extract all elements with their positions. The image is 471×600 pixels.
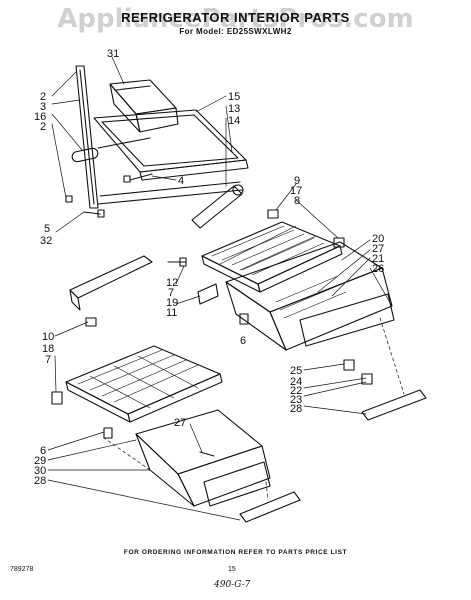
callout-24: 24 <box>290 376 302 388</box>
callout-7: 7 <box>45 354 51 366</box>
model-line: For Model: ED25SWXLWH2 <box>179 27 292 36</box>
callout-6: 6 <box>40 445 46 457</box>
handwritten-note: 490-G-7 <box>214 580 251 590</box>
screw-27-lower <box>199 451 215 457</box>
trim-28-right <box>361 389 427 421</box>
callout-20: 20 <box>372 233 384 245</box>
shelf-rail <box>75 65 99 209</box>
callout-4: 4 <box>178 175 184 187</box>
callout-6: 6 <box>240 335 246 347</box>
bracket-7 <box>51 391 63 405</box>
callout-12: 12 <box>166 277 178 289</box>
callout-29: 29 <box>34 455 46 467</box>
lower-shelf <box>65 345 223 423</box>
page-number: 15 <box>228 566 236 573</box>
clip-2 <box>65 195 73 203</box>
ordering-note: FOR ORDERING INFORMATION REFER TO PARTS … <box>123 549 348 556</box>
lower-drawer <box>135 409 271 507</box>
screw-4 <box>123 173 153 183</box>
callout-19: 19 <box>166 297 178 309</box>
callout-21: 21 <box>372 253 384 265</box>
callout-5: 5 <box>44 223 50 235</box>
callout-labels: 31 2 3 16 2 15 13 14 4 9 17 8 5 32 20 27… <box>34 48 384 487</box>
divider-rod <box>71 137 151 163</box>
callout-3: 3 <box>40 101 46 113</box>
upper-shelf-frame <box>93 109 249 205</box>
callout-18: 18 <box>42 343 54 355</box>
publication-number: 789278 <box>10 566 34 573</box>
clip-6-lower <box>103 427 113 439</box>
bracket-8 <box>333 237 345 248</box>
callout-15: 15 <box>228 91 240 103</box>
callout-2: 2 <box>40 121 46 133</box>
bracket-9 <box>267 209 279 219</box>
callout-17: 17 <box>290 185 302 197</box>
callout-30: 30 <box>34 465 46 477</box>
middle-shelf <box>201 221 343 293</box>
upper-bin-31 <box>109 79 179 133</box>
slide-rail <box>197 283 219 305</box>
callout-16: 16 <box>34 111 46 123</box>
drawer-front <box>299 293 395 347</box>
callout-26: 26 <box>372 263 384 275</box>
callout-11: 11 <box>166 307 177 319</box>
part-25 <box>343 359 355 371</box>
watermark: AppliancePartsPros.com <box>57 4 414 34</box>
callout-9: 9 <box>294 175 300 187</box>
callout-28: 28 <box>290 403 302 415</box>
screw-5 <box>83 209 105 218</box>
callout-27: 27 <box>174 417 186 429</box>
page-title: REFRIGERATOR INTERIOR PARTS <box>121 10 350 25</box>
callout-22: 22 <box>290 385 302 397</box>
cylinder-spacer <box>191 184 244 229</box>
hinge-6 <box>239 313 249 325</box>
clip-10 <box>85 317 97 327</box>
callout-31: 31 <box>107 48 119 60</box>
callout-10: 10 <box>42 331 54 343</box>
callout-2: 2 <box>40 91 46 103</box>
callout-8: 8 <box>294 195 300 207</box>
callout-23: 23 <box>290 394 302 406</box>
crisper-drawer <box>225 241 393 351</box>
callout-7: 7 <box>168 287 174 299</box>
trim-32 <box>69 255 153 311</box>
callout-14: 14 <box>228 115 240 127</box>
callout-25: 25 <box>290 365 302 377</box>
pin-12 <box>167 257 187 267</box>
callout-32: 32 <box>40 235 52 247</box>
trim-28-lower <box>239 491 301 523</box>
callout-27: 27 <box>372 243 384 255</box>
part-22 <box>361 373 373 385</box>
callout-13: 13 <box>228 103 240 115</box>
callout-28: 28 <box>34 475 46 487</box>
